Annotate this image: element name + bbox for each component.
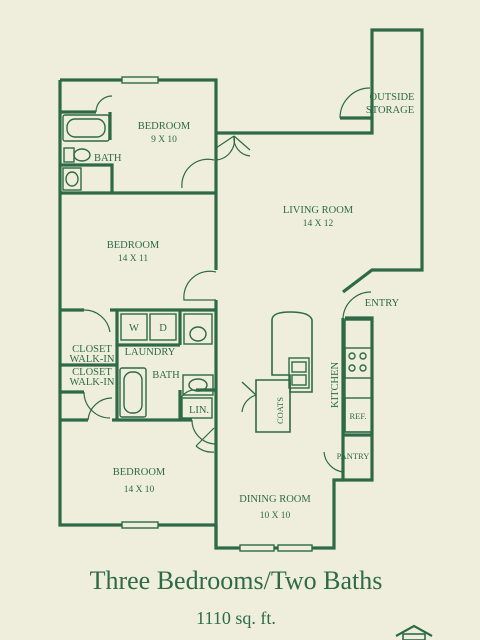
bedroom-mid-label: BEDROOM [107, 240, 160, 251]
washer-label: W [129, 323, 139, 334]
bedroom-top-dim: 9 X 10 [151, 135, 177, 145]
interior-walls [60, 110, 372, 437]
dining-room-label: DINING ROOM [239, 494, 311, 505]
linen-label: LIN. [189, 405, 209, 416]
laundry-label: LAUNDRY [125, 347, 176, 358]
entry-label: ENTRY [365, 298, 400, 309]
ref-label: REF. [349, 411, 366, 421]
closet-2-label-2: WALK-IN [70, 377, 115, 388]
plan-title: Three Bedrooms/Two Baths [90, 566, 383, 595]
windows [121, 76, 313, 552]
bedroom-top-label: BEDROOM [138, 121, 191, 132]
pantry-label: PANTRY [337, 451, 370, 461]
doors [83, 87, 372, 473]
fixtures [62, 114, 373, 433]
living-room-dim: 14 X 12 [303, 219, 334, 229]
kitchen-label: KITCHEN [330, 362, 341, 408]
dining-room-dim: 10 X 10 [260, 511, 291, 521]
bedroom-bottom-dim: 14 X 10 [124, 485, 155, 495]
coats-label: COATS [275, 397, 285, 424]
bath-top-label: BATH [94, 153, 122, 164]
outside-storage-label-1: OUTSIDE [370, 92, 415, 103]
plan-area: 1110 sq. ft. [196, 608, 276, 628]
dryer-label: D [159, 323, 167, 334]
bedroom-mid-dim: 14 X 11 [118, 254, 149, 264]
outside-storage-label-2: STORAGE [366, 105, 414, 116]
living-room-label: LIVING ROOM [283, 205, 354, 216]
bedroom-bottom-label: BEDROOM [113, 467, 166, 478]
closet-1-label-1: CLOSET [72, 344, 112, 355]
equal-housing-logo-icon [395, 624, 433, 640]
bath-mid-label: BATH [152, 370, 180, 381]
closet-1-label-2: WALK-IN [70, 354, 115, 365]
closet-2-label-1: CLOSET [72, 367, 112, 378]
